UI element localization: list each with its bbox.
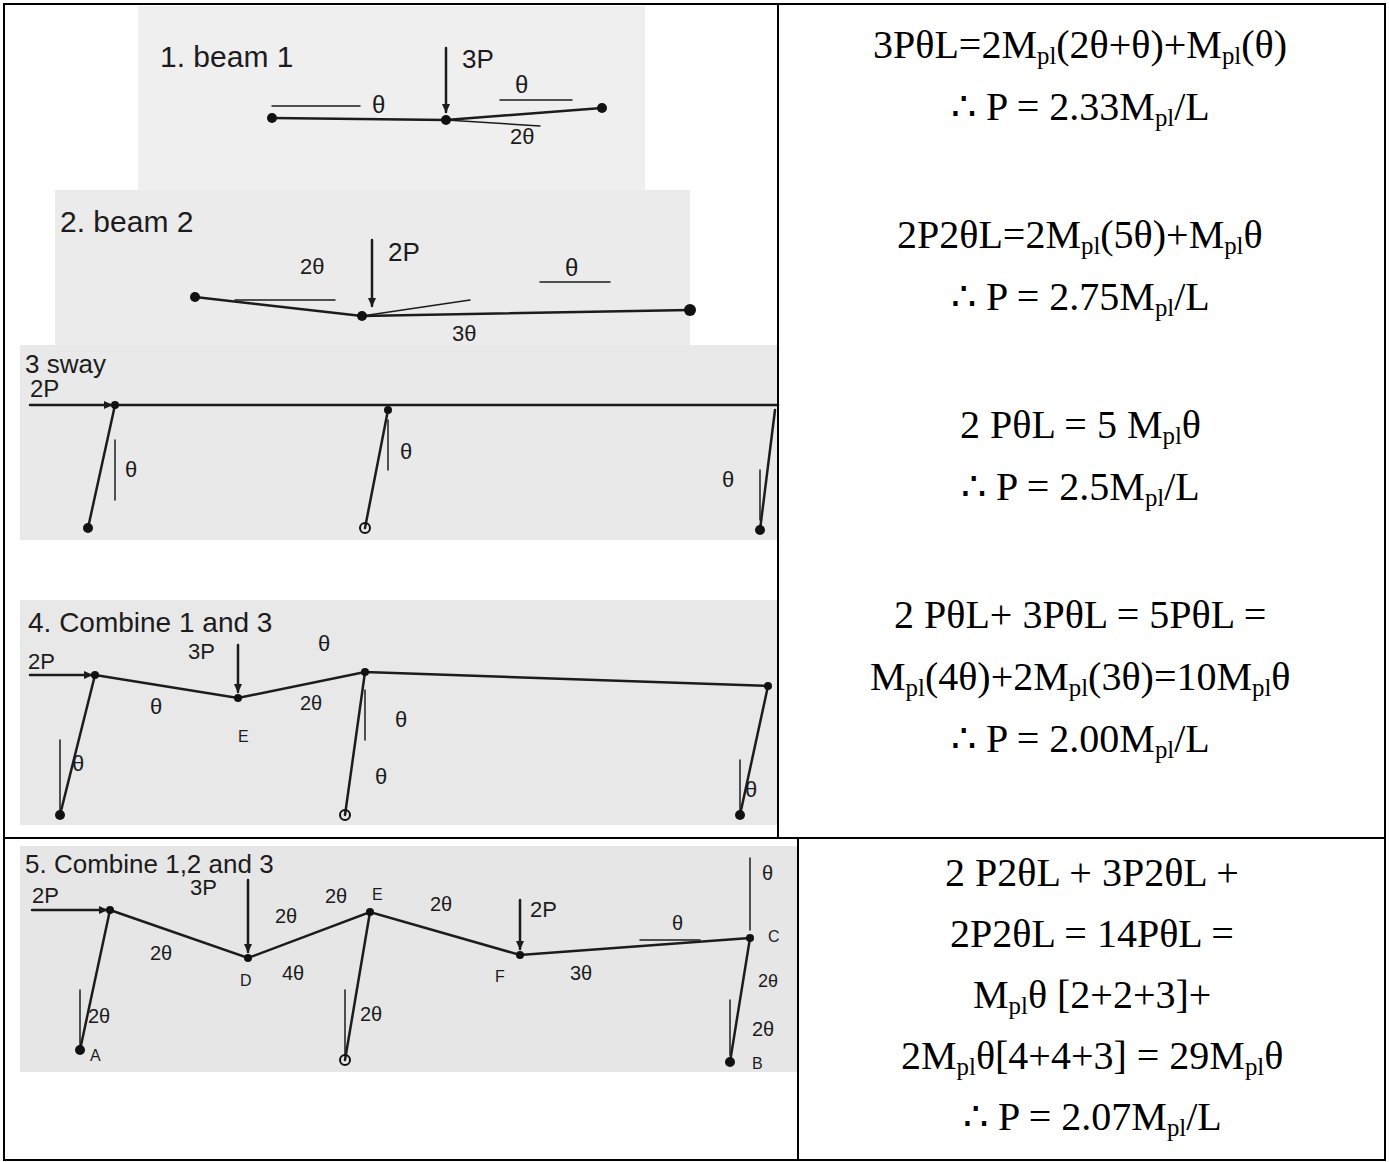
sketch-label: 2P [388, 238, 420, 267]
sketch-label: 2P [30, 376, 59, 402]
equation-line: ∴ P = 2.07Mpl/L [963, 1094, 1222, 1140]
sketch-label: θ [400, 440, 412, 464]
sketch-label: 2θ [150, 942, 172, 964]
sketch-label: 3θ [570, 962, 592, 984]
subscript: pl [1037, 42, 1056, 69]
sketch-ground [20, 345, 777, 540]
sketch-label: F [495, 968, 505, 986]
sketch-label: θ [150, 695, 162, 719]
equation-line: 2 PθL+ 3PθL = 5PθL = [894, 592, 1266, 638]
sketch-label: θ [318, 632, 330, 656]
equation-line: 2P2θL = 14PθL = [950, 911, 1234, 957]
equation-line: 2Mplθ[4+4+3] = 29Mplθ [901, 1033, 1283, 1079]
subscript: pl [1163, 422, 1182, 449]
sketch-label: B [752, 1055, 763, 1073]
sketch-label: 2θ [752, 1018, 774, 1040]
equation-line: Mpl(4θ)+2Mpl(3θ)=10Mplθ [870, 654, 1291, 700]
sketch-label: θ [672, 912, 683, 934]
sketch-label: 4θ [282, 962, 304, 984]
sketch-label: 2θ [758, 972, 778, 992]
subscript: pl [1224, 232, 1243, 259]
sketch-label: E [372, 886, 383, 904]
subscript: pl [1069, 674, 1088, 701]
sketch-label: θ [515, 72, 528, 98]
subscript: pl [1081, 232, 1100, 259]
subscript: pl [906, 674, 925, 701]
sketch-label: θ [745, 778, 757, 802]
sketch-label: 2P [28, 650, 55, 674]
sketch-label: 2θ [360, 1003, 382, 1025]
sketch-label: θ [372, 92, 385, 118]
sketch-ground [55, 190, 690, 345]
sketch-label: 3P [188, 640, 215, 664]
equation-line: Mplθ [2+2+3]+ [973, 972, 1211, 1018]
equation-line: 2 PθL = 5 Mplθ [960, 402, 1201, 448]
subscript: pl [1145, 484, 1164, 511]
subscript: pl [1245, 1053, 1264, 1080]
subscript: pl [957, 1053, 976, 1080]
sketch-ground [20, 846, 797, 1072]
subscript: pl [1009, 992, 1028, 1019]
sketch-label: 2P [32, 884, 59, 908]
sketch-label: 3 sway [25, 350, 106, 379]
equation-line: 2P2θL=2Mpl(5θ)+Mplθ [897, 212, 1263, 258]
sketch-label: C [768, 928, 780, 946]
sketch-label: 3P [462, 45, 494, 74]
table-rules [4, 4, 1385, 1160]
sketch-label: 2θ [300, 255, 324, 279]
sketch-label: 2θ [300, 692, 322, 714]
subscript: pl [1155, 294, 1174, 321]
equation-line: ∴ P = 2.5Mpl/L [961, 464, 1200, 510]
subscript: pl [1222, 42, 1241, 69]
sketch-ground [20, 600, 777, 825]
sketch-label: 2θ [325, 885, 347, 907]
equation-line: ∴ P = 2.75Mpl/L [951, 274, 1210, 320]
equation-line: ∴ P = 2.33Mpl/L [951, 84, 1210, 130]
sketch-label: 3θ [452, 322, 476, 346]
sketch-label: 2θ [88, 1005, 110, 1027]
sketch-label: θ [762, 862, 773, 884]
sketch-label: θ [72, 752, 84, 776]
sketch-label: 1. beam 1 [160, 40, 293, 73]
sketch-label: E [238, 728, 249, 746]
equation-line: ∴ P = 2.00Mpl/L [951, 716, 1210, 762]
sketch-label: θ [125, 458, 137, 482]
sketch-label: θ [722, 468, 734, 492]
sketch-label: 2θ [430, 893, 452, 915]
equation-line: 2 P2θL + 3P2θL + [945, 850, 1239, 896]
sketch-label: 2P [530, 898, 557, 922]
sketch-label: 2. beam 2 [60, 205, 193, 238]
sketch-label: A [90, 1047, 101, 1065]
equation-line: 3PθL=2Mpl(2θ+θ)+Mpl(θ) [873, 22, 1287, 68]
sketch-label: 5. Combine 1,2 and 3 [25, 850, 274, 879]
subscript: pl [1155, 104, 1174, 131]
subscript: pl [1252, 674, 1271, 701]
sketch-label: θ [565, 255, 578, 281]
sketch-label: D [240, 972, 252, 990]
sketch-ground [138, 6, 645, 190]
subscript: pl [1167, 1114, 1186, 1141]
sketch-label: θ [395, 708, 407, 732]
sketch-label: 4. Combine 1 and 3 [28, 608, 272, 639]
sketch-label: 2θ [275, 905, 297, 927]
sketch-label: 3P [190, 876, 217, 900]
sketch-label: 2θ [510, 125, 534, 149]
sketch-label: θ [375, 765, 387, 789]
subscript: pl [1155, 736, 1174, 763]
